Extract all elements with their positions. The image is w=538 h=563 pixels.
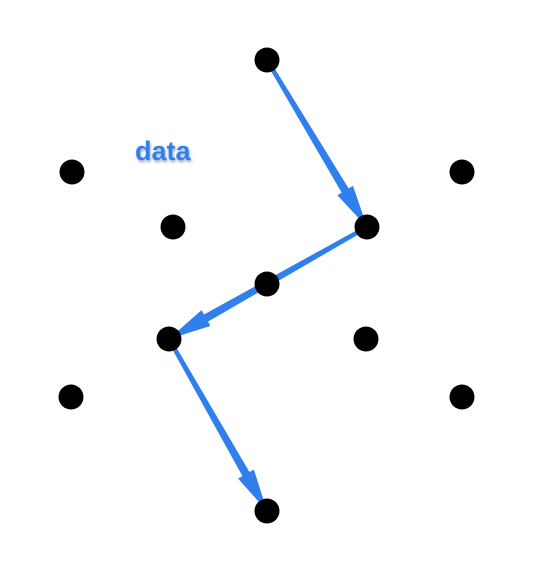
nodes-layer <box>58 47 475 524</box>
dot-outer-left-upper <box>59 159 85 185</box>
dot-inner-left-lower <box>156 326 182 352</box>
dot-inner-left-upper <box>160 214 186 240</box>
dot-outer-right-lower <box>449 384 475 410</box>
dot-outer-right-upper <box>449 159 475 185</box>
dot-inner-right-lower <box>353 326 379 352</box>
dot-inner-right-upper <box>354 214 380 240</box>
diagram-label: data <box>135 136 192 166</box>
dot-top <box>254 47 280 73</box>
dot-bottom <box>254 498 280 524</box>
arrow-top-to-inner-right-upper <box>265 58 367 226</box>
arrow-inner-left-lower-to-bottom <box>167 337 267 510</box>
dot-outer-left-lower <box>58 384 84 410</box>
dot-center <box>254 271 280 297</box>
